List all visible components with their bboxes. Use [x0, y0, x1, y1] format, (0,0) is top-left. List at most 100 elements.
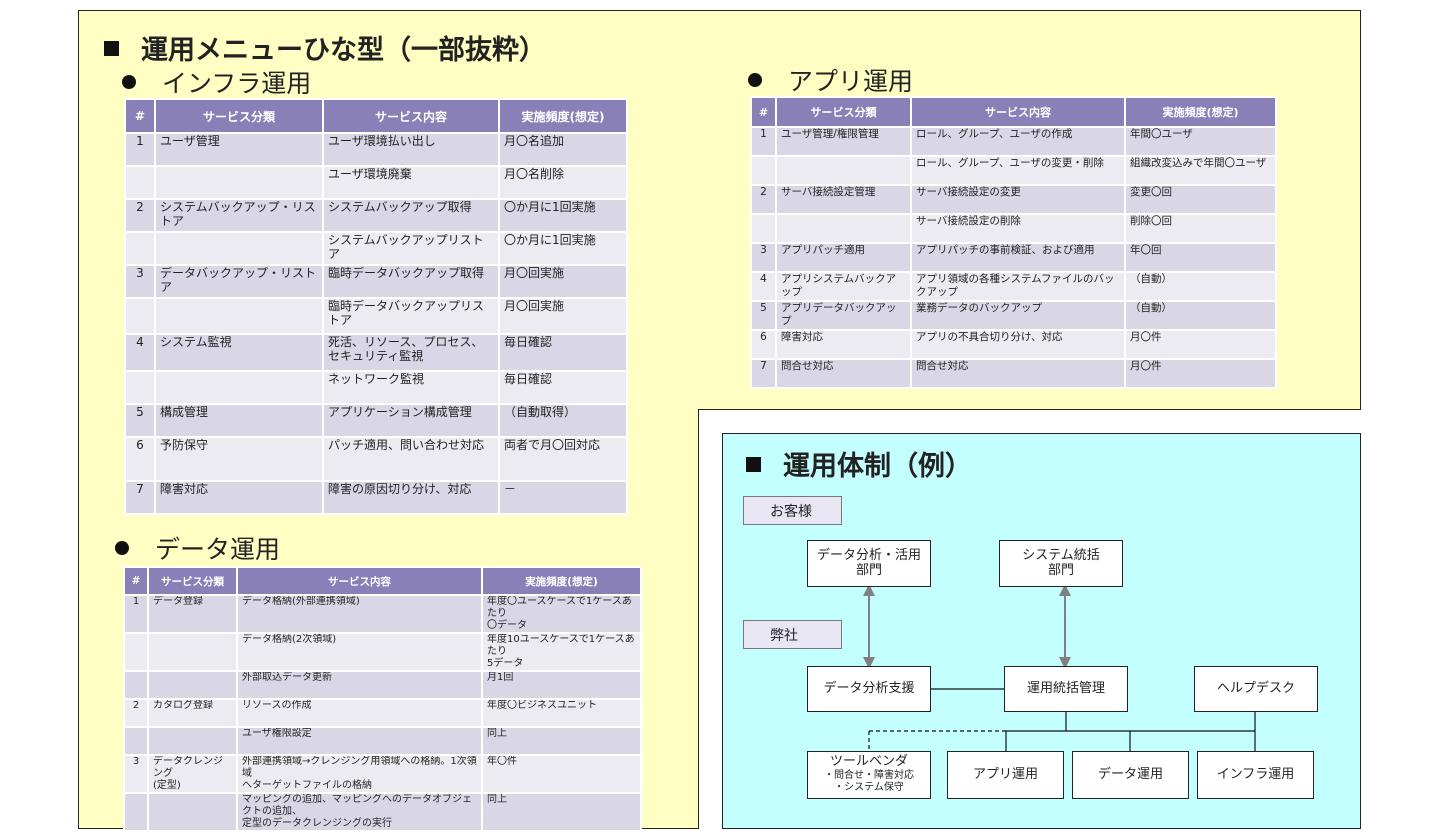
frequency: （自動）: [1124, 300, 1277, 331]
service-content: 障害の原因切り分け、対応: [322, 480, 500, 515]
bullet-icon: [122, 75, 136, 89]
service-content: データ格納(外部連携領域): [236, 594, 483, 634]
bullet-icon: [748, 73, 762, 87]
service-category: データバックアップ・リストア: [154, 264, 324, 299]
header-content: サービス内容: [236, 566, 483, 596]
service-category: アプリパッチ適用: [775, 242, 912, 273]
analysis-support-text: データ分析支援: [823, 680, 915, 696]
service-category: システム監視: [154, 333, 324, 372]
row-number: 6: [124, 436, 156, 482]
service-category: 予防保守: [154, 436, 324, 482]
header-number: #: [123, 566, 149, 596]
frequency: －: [498, 480, 628, 515]
service-content: システムバックアップ取得: [322, 198, 500, 233]
service-category: [154, 297, 324, 335]
service-category: [154, 165, 324, 200]
table-row: ユーザ権限設定同上: [123, 726, 642, 756]
header-frequency: 実施頻度(想定): [481, 566, 642, 596]
header-content: サービス内容: [322, 98, 500, 134]
analysis-dept-text: データ分析・活用 部門: [816, 547, 921, 578]
service-category: 障害対応: [775, 329, 912, 360]
service-category: カタログ登録: [147, 698, 238, 728]
table-row: ネットワーク監視毎日確認: [124, 370, 628, 405]
service-content: ユーザ環境払い出し: [322, 132, 500, 167]
service-category: アプリデータバックアップ: [775, 300, 912, 331]
service-content: アプリケーション構成管理: [322, 403, 500, 438]
row-number: 1: [750, 126, 777, 157]
service-category: 問合せ対応: [775, 358, 912, 389]
page-title: 運用メニューひな型（一部抜粋）: [104, 28, 546, 67]
frequency: 毎日確認: [498, 370, 628, 405]
customer-label-text: お客様: [770, 503, 812, 520]
frequency: 毎日確認: [498, 333, 628, 372]
data-ops-text: データ運用: [1097, 766, 1163, 782]
org-title-text: 運用体制（例）: [783, 451, 972, 482]
company-label: 弊社: [743, 620, 842, 649]
header-frequency: 実施頻度(想定): [498, 98, 628, 134]
table-row: ユーザ環境廃棄月〇名削除: [124, 165, 628, 200]
service-category: [147, 792, 238, 832]
service-content: システムバックアップリストア: [322, 231, 500, 266]
service-category: サーバ接続設定管理: [775, 184, 912, 215]
square-bullet-icon: [104, 41, 119, 56]
service-content: パッチ適用、問い合わせ対応: [322, 436, 500, 482]
system-dept-box: システム統括 部門: [999, 540, 1123, 587]
table-row: 臨時データバックアップリストア月〇回実施: [124, 297, 628, 335]
table-header-row: #サービス分類サービス内容実施頻度(想定): [124, 98, 628, 134]
service-content: マッピングの追加、マッピングへのデータオブジェクトの追加、 定型のデータクレンジ…: [236, 792, 483, 832]
table-row: データ格納(2次領域)年度10ユースケースで1ケースあたり 5データ: [123, 632, 642, 672]
service-content: 臨時データバックアップ取得: [322, 264, 500, 299]
header-number: #: [124, 98, 156, 134]
header-number: #: [750, 96, 777, 128]
row-number: 3: [123, 754, 149, 794]
service-content: ロール、グループ、ユーザの変更・削除: [910, 155, 1126, 186]
row-number: [124, 165, 156, 200]
service-category: [147, 632, 238, 672]
tool-vendor-box: ツールベンダ ・問合せ・障害対応 ・システム保守: [807, 751, 931, 799]
row-number: 2: [123, 698, 149, 728]
row-number: 5: [750, 300, 777, 331]
service-content: ロール、グループ、ユーザの作成: [910, 126, 1126, 157]
service-category: 構成管理: [154, 403, 324, 438]
infra-heading: インフラ運用: [122, 64, 311, 100]
frequency: 月〇回実施: [498, 297, 628, 335]
row-number: [750, 213, 777, 244]
service-content: 業務データのバックアップ: [910, 300, 1126, 331]
customer-label: お客様: [743, 496, 842, 525]
service-content: アプリの不具合切り分け、対応: [910, 329, 1126, 360]
table-row: ロール、グループ、ユーザの変更・削除組織改変込みで年間〇ユーザ: [750, 155, 1277, 186]
frequency: 〇か月に1回実施: [498, 231, 628, 266]
header-category: サービス分類: [154, 98, 324, 134]
row-number: 4: [750, 271, 777, 302]
row-number: [124, 231, 156, 266]
app-ops-box: アプリ運用: [947, 751, 1064, 799]
row-number: [123, 632, 149, 672]
row-number: 2: [124, 198, 156, 233]
service-category: 障害対応: [154, 480, 324, 515]
frequency: 同上: [481, 792, 642, 832]
service-content: 問合せ対応: [910, 358, 1126, 389]
org-title: 運用体制（例）: [746, 444, 972, 483]
bullet-icon: [115, 541, 129, 555]
service-content: リソースの作成: [236, 698, 483, 728]
service-category: システムバックアップ・リストア: [154, 198, 324, 233]
frequency: 年度10ユースケースで1ケースあたり 5データ: [481, 632, 642, 672]
row-number: [123, 726, 149, 756]
frequency: （自動）: [1124, 271, 1277, 302]
ops-management-box: 運用統括管理: [1004, 666, 1128, 712]
service-content: 死活、リソース、プロセス、 セキュリティ監視: [322, 333, 500, 372]
row-number: [123, 792, 149, 832]
infra-ops-text: インフラ運用: [1216, 766, 1295, 782]
frequency: 月〇件: [1124, 329, 1277, 360]
